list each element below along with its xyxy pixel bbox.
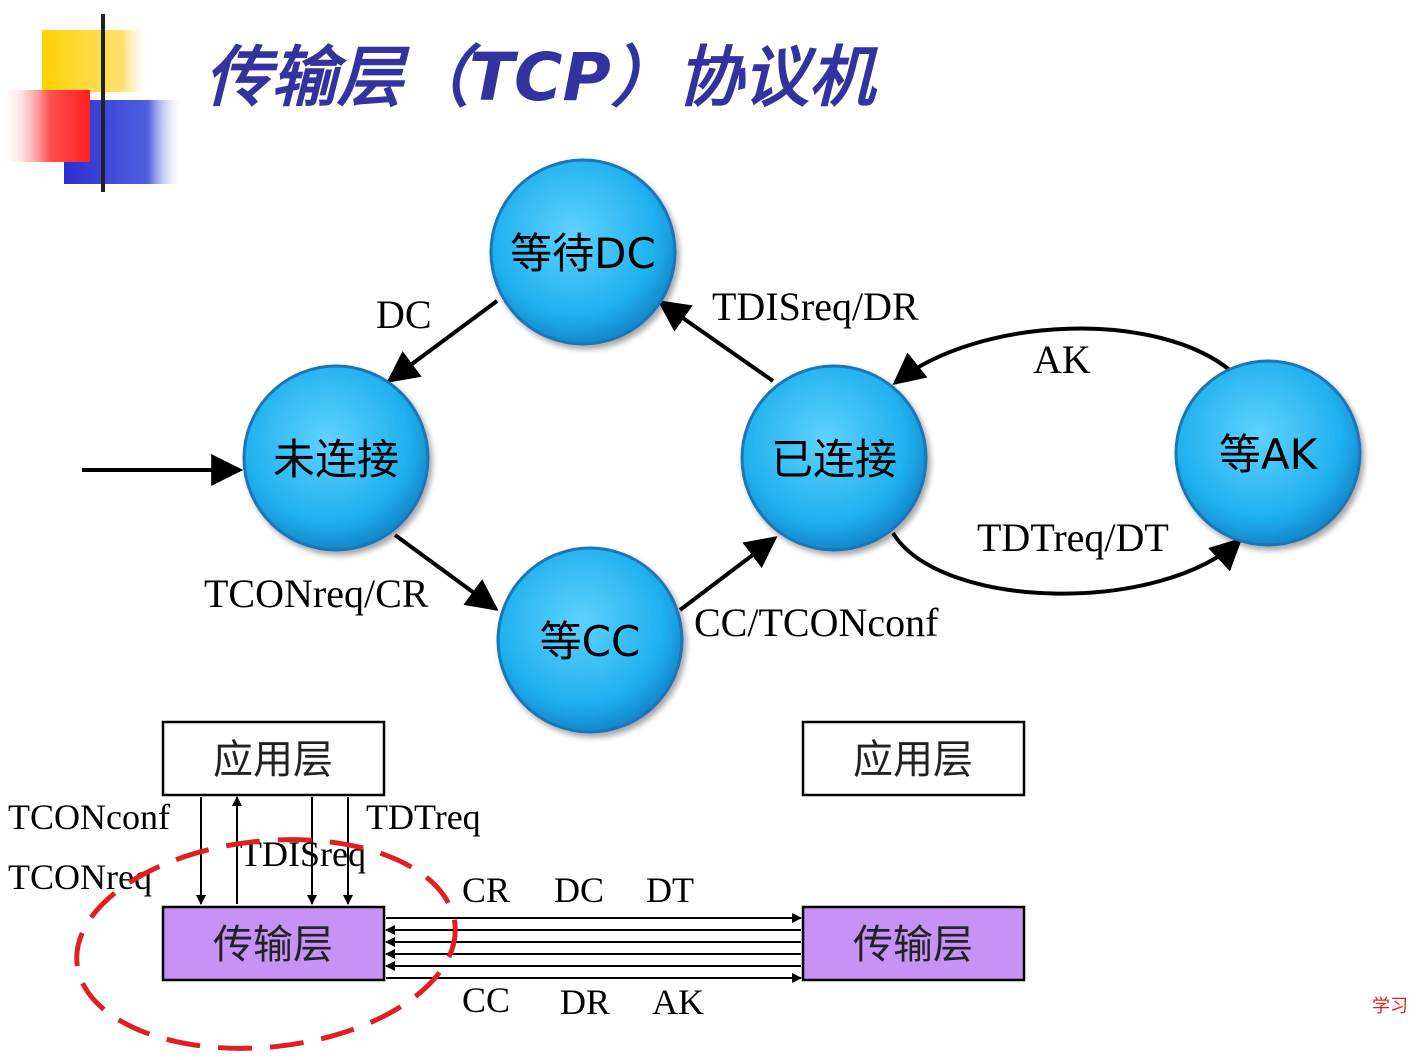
highlight-ellipse bbox=[74, 837, 458, 1051]
pdu-label-cr: CR bbox=[462, 870, 510, 910]
app-layer-right-label: 应用层 bbox=[853, 737, 973, 783]
state-circle bbox=[1174, 359, 1362, 547]
watermark-text: 学习 bbox=[1372, 996, 1408, 1017]
transport-layer-right-box bbox=[801, 905, 1026, 982]
state-circle bbox=[740, 364, 928, 552]
state-label: 等待DC bbox=[510, 229, 656, 278]
arrow-connected-to-waiting-ak bbox=[891, 531, 1243, 596]
arrow-waiting-ak-to-connected bbox=[892, 326, 1234, 385]
app-layer-right-box bbox=[801, 720, 1026, 797]
header-decoration bbox=[0, 14, 1420, 192]
state-node-unconnected: 未连接 bbox=[242, 364, 430, 552]
primitive-label-tconconf: TCONconf bbox=[8, 797, 170, 837]
primitive-label-tconreq: TCONreq bbox=[8, 857, 152, 897]
transport-layer-right-label: 传输层 bbox=[853, 922, 973, 968]
primitive-labels: TCONconf TCONreq TDISreq TDTreq bbox=[8, 797, 481, 897]
transition-labels: DC TDISreq/DR AK TDTreq/DT TCONreq/CR CC… bbox=[204, 284, 1169, 645]
arrow-unconnected-to-waiting-cc bbox=[393, 533, 499, 611]
transport-layer-left-label: 传输层 bbox=[213, 922, 333, 968]
transition-label-tdtreq-dt: TDTreq/DT bbox=[977, 515, 1169, 560]
arrow-waiting-cc-to-connected bbox=[678, 536, 778, 612]
state-label: 等AK bbox=[1219, 430, 1319, 479]
transition-label-cc-tconconf: CC/TCONconf bbox=[694, 600, 939, 645]
primitive-label-tdtreq: TDTreq bbox=[366, 797, 481, 837]
layer-diagram: 应用层 应用层 传输层 传输层 TCONconf TCONreq TDISre bbox=[8, 720, 1026, 1051]
state-label: 未连接 bbox=[273, 435, 399, 484]
transition-label-dc: DC bbox=[376, 292, 432, 337]
page-title: 传输层（TCP）协议机 bbox=[205, 39, 879, 116]
arrow-connected-to-waiting-dc bbox=[657, 300, 775, 383]
pdu-label-dc: DC bbox=[554, 870, 604, 910]
state-node-waiting-ak: 等AK bbox=[1174, 359, 1362, 547]
state-circle bbox=[496, 546, 684, 734]
app-layer-left-label: 应用层 bbox=[213, 737, 333, 783]
deco-red-square bbox=[0, 90, 90, 162]
transition-label-ak: AK bbox=[1033, 337, 1091, 382]
state-label: 等CC bbox=[540, 617, 641, 666]
state-node-waiting-dc: 等待DC bbox=[489, 158, 677, 346]
state-transitions bbox=[82, 299, 1243, 612]
pdu-arrows bbox=[385, 913, 802, 983]
pdu-label-cc: CC bbox=[462, 980, 510, 1020]
pdu-labels: CR DC DT CC DR AK bbox=[462, 870, 704, 1022]
state-node-waiting-cc: 等CC bbox=[496, 546, 684, 734]
state-label: 已连接 bbox=[771, 435, 897, 484]
state-circle bbox=[489, 158, 677, 346]
transport-layer-left-box bbox=[161, 905, 386, 982]
pdu-label-dt: DT bbox=[646, 870, 694, 910]
transition-label-tdisreq-dr: TDISreq/DR bbox=[712, 284, 919, 329]
arrow-waiting-dc-to-unconnected bbox=[386, 299, 499, 383]
pdu-label-ak: AK bbox=[652, 982, 704, 1022]
deco-yellow-square bbox=[42, 30, 150, 92]
app-layer-left-box bbox=[161, 720, 386, 797]
state-circle bbox=[242, 364, 430, 552]
pdu-label-dr: DR bbox=[560, 982, 610, 1022]
state-node-connected: 已连接 bbox=[740, 364, 928, 552]
transition-label-tconreq-cr: TCONreq/CR bbox=[204, 571, 429, 616]
